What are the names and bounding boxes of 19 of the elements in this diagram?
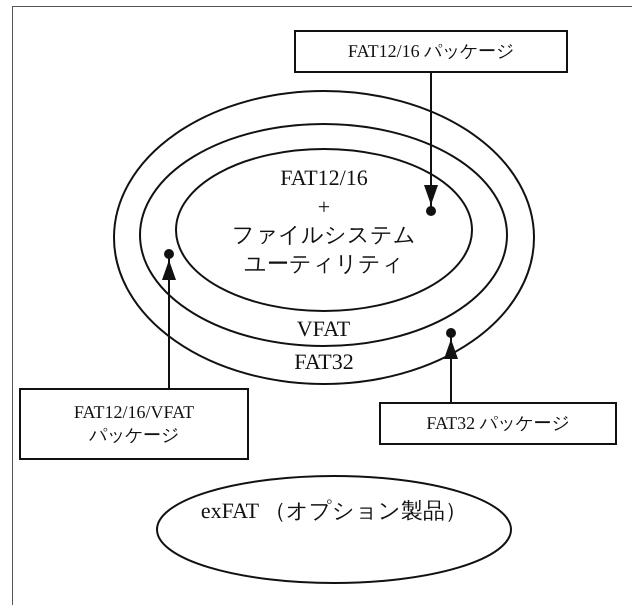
package-box bbox=[379, 402, 617, 445]
node-label: ファイルシステムユーティリティ bbox=[231, 221, 417, 278]
ellipse-region bbox=[113, 90, 535, 385]
package-box bbox=[294, 30, 568, 73]
node-label: FAT32 パッケージ bbox=[426, 412, 570, 435]
package-box bbox=[19, 388, 249, 460]
arrow bbox=[162, 249, 176, 388]
node-label: VFAT bbox=[296, 315, 350, 343]
arrow bbox=[424, 73, 438, 216]
ellipse-region bbox=[156, 475, 512, 584]
ellipse-region bbox=[139, 123, 508, 347]
node-label: exFAT （オプション製品） bbox=[200, 497, 468, 525]
node-label: FAT32 bbox=[294, 348, 354, 376]
ellipse-region bbox=[175, 148, 473, 312]
node-label: + bbox=[316, 192, 332, 221]
node-label: FAT12/16 パッケージ bbox=[348, 40, 514, 63]
arrow bbox=[444, 328, 458, 402]
node-label: FAT12/16 bbox=[279, 164, 369, 192]
node-label: FAT12/16/VFAT パッケージ bbox=[72, 400, 196, 447]
